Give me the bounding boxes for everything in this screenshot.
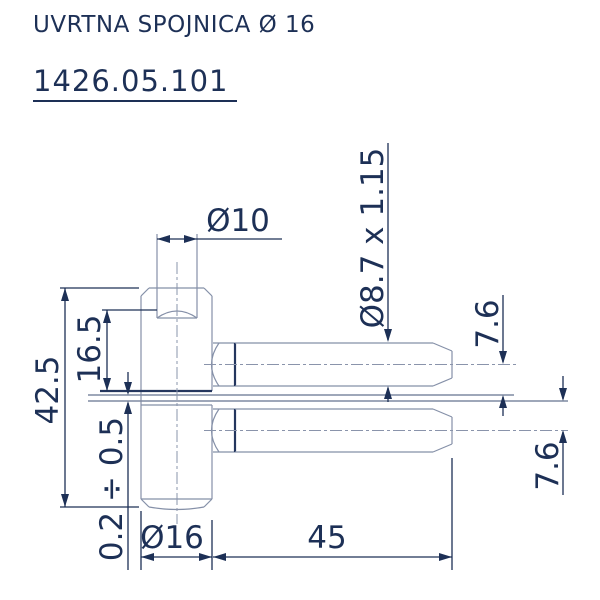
dim-top-to-pin: 16.5 (72, 309, 157, 391)
arrow-right-icon (439, 553, 452, 561)
arrow-right-icon (199, 553, 212, 561)
dim-label-pin-offset-lower: 7.6 (530, 441, 566, 490)
part-title: UVRTNA SPOJNICA Ø 16 (33, 12, 316, 38)
dim-pin-offset-lower: 7.6 (530, 376, 567, 495)
dim-pin-length: 45 (213, 458, 453, 570)
dim-label-leaf-gap: 0.2 ÷ 0.5 (94, 417, 130, 561)
arrow-left-icon (213, 553, 226, 561)
arrow-up-icon (499, 395, 507, 408)
arrow-left-icon (141, 553, 154, 561)
arrow-up-icon (384, 386, 392, 399)
dim-overall-height: 42.5 (30, 287, 139, 508)
dim-pin-offset-upper: 7.6 (470, 295, 507, 416)
dim-label-stem-diameter: Ø10 (206, 203, 270, 239)
centerlines (176, 262, 568, 524)
arrow-down-icon (103, 378, 111, 391)
arrow-down-icon (559, 388, 567, 401)
arrow-up-icon (559, 430, 567, 443)
arrow-up-icon (124, 401, 132, 414)
dim-leaf-gap: 0.2 ÷ 0.5 (94, 372, 132, 570)
part-number: 1426.05.101 (33, 64, 237, 102)
drawing-header: UVRTNA SPOJNICA Ø 16 1426.05.101 (33, 12, 315, 102)
arrow-down-icon (499, 351, 507, 364)
arrow-down-icon (124, 382, 132, 395)
dim-stem-diameter: Ø10 (157, 203, 282, 243)
dim-barrel-diameter: Ø16 (140, 511, 213, 570)
arrow-up-icon (61, 288, 69, 301)
dim-label-pin-length: 45 (307, 520, 346, 556)
arrow-left-icon (157, 235, 170, 243)
dim-thread-spec: Ø8.7 x 1.15 (355, 143, 392, 402)
arrow-right-icon (184, 235, 197, 243)
dim-label-overall-height: 42.5 (30, 355, 66, 424)
dim-label-barrel-diameter: Ø16 (140, 520, 204, 556)
arrow-down-icon (61, 494, 69, 507)
dim-label-thread-spec: Ø8.7 x 1.15 (355, 148, 391, 329)
leaf-gap-lines (88, 394, 568, 402)
barrel-outline (140, 287, 213, 511)
dim-label-top-to-pin: 16.5 (72, 314, 108, 383)
dim-label-pin-offset-upper: 7.6 (470, 299, 506, 348)
arrow-down-icon (384, 329, 392, 342)
arrow-up-icon (103, 310, 111, 323)
